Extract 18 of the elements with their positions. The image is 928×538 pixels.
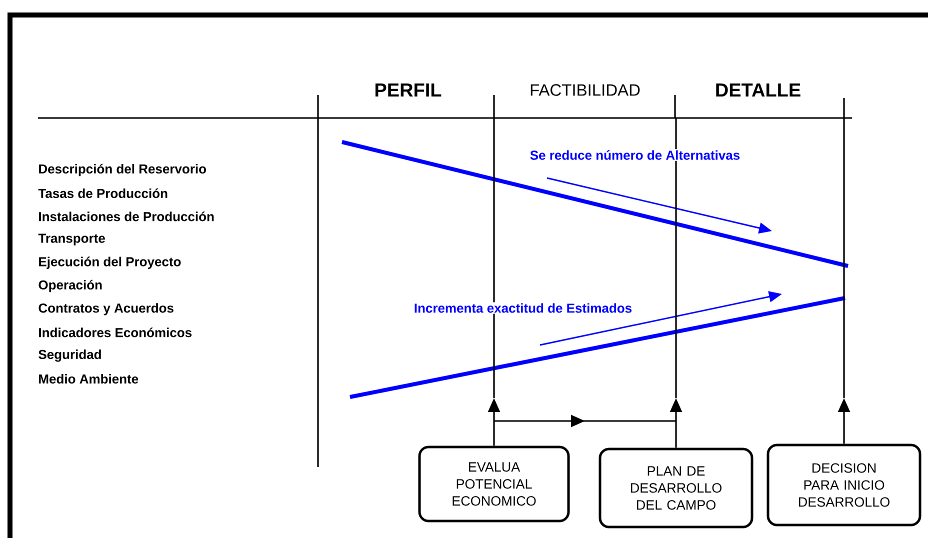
- trend-label: Incrementa exactitud de Estimados: [412, 302, 634, 314]
- criterion-label: Ejecución del Proyecto: [39, 256, 181, 269]
- criterion-label: Indicadores Económicos: [39, 328, 192, 338]
- criterion-label: Medio Ambiente: [39, 374, 138, 384]
- process-box: EVALUA POTENCIAL ECONOMICO: [418, 446, 570, 522]
- criterion-label: Transporte: [38, 234, 105, 246]
- criterion-label: Descripción del Reservorio: [39, 164, 206, 176]
- trend-label: Se reduce número de Alternativas: [528, 149, 742, 161]
- phase-heading: FACTIBILIDAD: [530, 84, 640, 96]
- criterion-label: Instalaciones de Producción: [39, 212, 214, 222]
- phase-heading: DETALLE: [716, 83, 800, 97]
- process-box: PLAN DE DESARROLLO DEL CAMPO: [598, 448, 754, 528]
- criterion-label: Tasas de Producción: [38, 188, 168, 198]
- criterion-label: Contratos y Acuerdos: [38, 303, 174, 316]
- criterion-label: Seguridad: [38, 350, 101, 362]
- process-box: DECISION PARA INICIO DESARROLLO: [766, 444, 922, 526]
- phase-heading: PERFIL: [376, 83, 442, 97]
- criterion-label: Operación: [38, 280, 102, 292]
